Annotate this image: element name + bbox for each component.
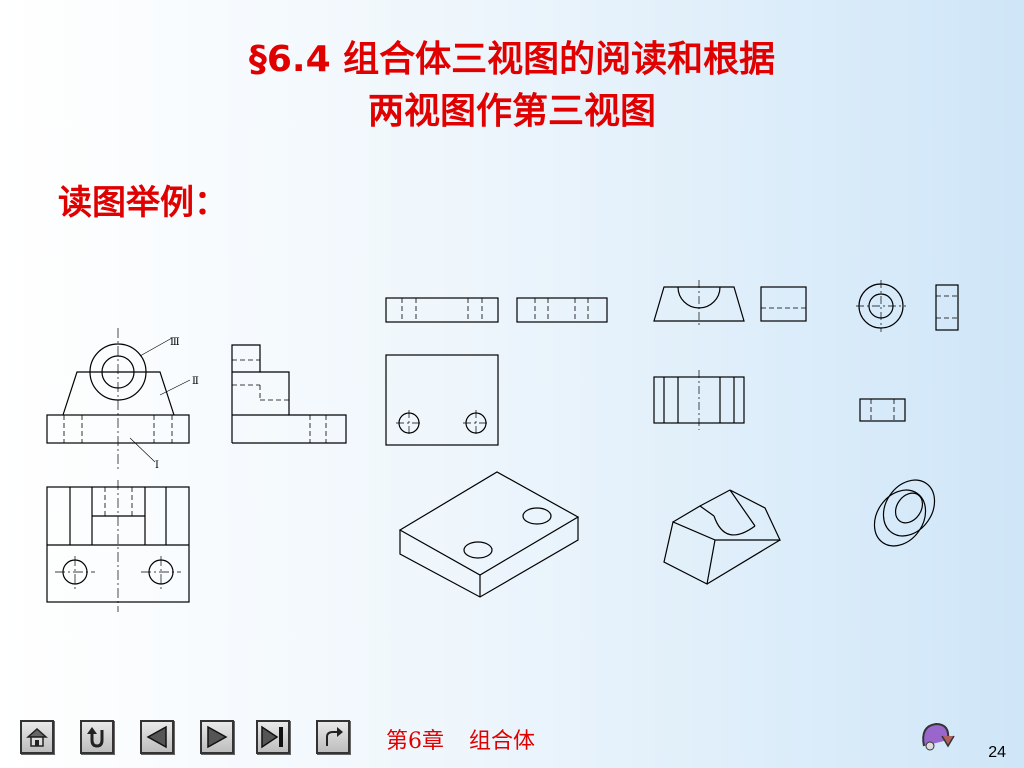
slide-title-line2: 两视图作第三视图 bbox=[367, 91, 656, 132]
bushing-front-view bbox=[856, 280, 906, 332]
label-part-2: Ⅱ bbox=[192, 376, 199, 387]
next-icon bbox=[207, 725, 228, 749]
back-icon bbox=[87, 727, 104, 748]
main-top-view bbox=[46, 480, 190, 612]
prev-icon bbox=[146, 725, 167, 749]
next-slide-button[interactable] bbox=[200, 720, 234, 754]
saddle-side-view bbox=[760, 286, 807, 322]
back-button[interactable] bbox=[80, 720, 114, 754]
last-slide-button[interactable] bbox=[256, 720, 290, 754]
chapter-name: 组合体 bbox=[469, 729, 536, 754]
previous-slide-button[interactable] bbox=[140, 720, 174, 754]
page-number: 24 bbox=[988, 744, 1006, 761]
main-front-view bbox=[46, 328, 191, 470]
plate-front-view bbox=[385, 297, 499, 323]
label-part-3: Ⅲ bbox=[170, 337, 180, 348]
bushing-top-view bbox=[859, 398, 906, 422]
slide-title-line1: §6.4 组合体三视图的阅读和根据 bbox=[248, 39, 776, 80]
plate-isometric bbox=[398, 471, 580, 598]
section-subtitle: 读图举例： bbox=[58, 183, 228, 223]
bushing-isometric bbox=[873, 479, 936, 547]
saddle-isometric bbox=[663, 489, 781, 585]
link-icon bbox=[326, 727, 343, 746]
saddle-top-view bbox=[653, 370, 745, 430]
chapter-number: 第6章 bbox=[386, 729, 444, 754]
plate-top-view bbox=[385, 354, 499, 446]
hyperlink-button[interactable] bbox=[316, 720, 350, 754]
chapter-label: 第6章 组合体 bbox=[386, 723, 553, 755]
saddle-front-view bbox=[653, 280, 745, 325]
main-side-view bbox=[231, 344, 347, 444]
home-icon bbox=[26, 727, 48, 747]
bushing-side-view bbox=[935, 284, 959, 331]
home-button[interactable] bbox=[20, 720, 54, 754]
label-part-1: Ⅰ bbox=[155, 460, 159, 471]
plate-side-view bbox=[516, 297, 608, 323]
last-icon bbox=[261, 725, 283, 749]
return-icon[interactable] bbox=[916, 716, 956, 756]
